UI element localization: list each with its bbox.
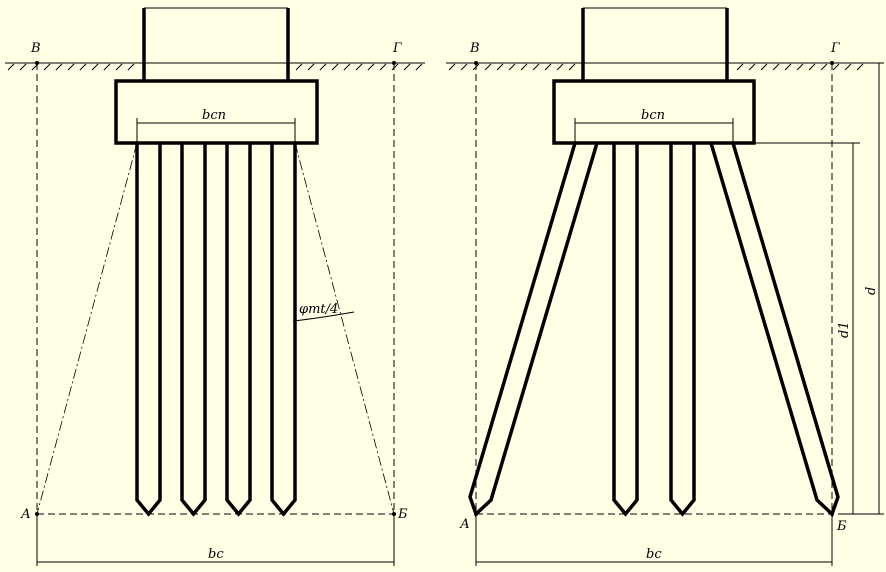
ground-hatch-mark: [319, 63, 327, 71]
ground-hatch-mark: [367, 63, 375, 71]
pile: [225, 143, 252, 517]
ground-hatch-mark: [808, 63, 816, 71]
left-point-v: [35, 61, 39, 65]
right-label-v: В: [469, 41, 480, 56]
left-ground-hatching: [7, 63, 423, 71]
right-label-bsp: bсп: [641, 108, 665, 123]
right-inclined-pile-right: [709, 142, 840, 518]
ground-hatch-mark: [343, 63, 351, 71]
right-ground-hatching: [448, 63, 864, 71]
ground-hatch-mark: [748, 63, 756, 71]
ground-hatch-mark: [796, 63, 804, 71]
ground-hatch-mark: [544, 63, 552, 71]
ground-hatch-mark: [127, 63, 135, 71]
ground-hatch-mark: [760, 63, 768, 71]
pile: [180, 143, 207, 517]
right-vertical-piles: [612, 143, 696, 517]
ground-hatch-mark: [484, 63, 492, 71]
left-label-bc: bс: [208, 547, 224, 562]
right-point-v: [474, 61, 478, 65]
ground-hatch-mark: [391, 63, 399, 71]
left-label-bsp: bсп: [202, 108, 226, 123]
left-label-angle: φmt/4: [299, 302, 338, 317]
ground-hatch-mark: [19, 63, 27, 71]
right-label-g: Г: [830, 41, 840, 56]
right-conditional-foundation-outline: [475, 63, 833, 515]
ground-hatch-mark: [448, 63, 456, 71]
ground-hatch-mark: [532, 63, 540, 71]
left-piles: [135, 143, 297, 517]
ground-hatch-mark: [295, 63, 303, 71]
left-point-g: [392, 61, 396, 65]
ground-hatch-mark: [568, 63, 576, 71]
ground-hatch-mark: [79, 63, 87, 71]
left-label-g: Г: [392, 41, 402, 56]
right-label-d1: d1: [837, 321, 852, 338]
ground-hatch-mark: [7, 63, 15, 71]
right-cap-width-dimension: [574, 118, 734, 143]
left-figure: В Г А Б bсп φmt/4 bс: [5, 7, 425, 566]
right-label-bc: bс: [646, 547, 662, 562]
ground-hatch-mark: [55, 63, 63, 71]
right-label-b: Б: [836, 519, 847, 534]
ground-hatch-mark: [43, 63, 51, 71]
ground-hatch-mark: [103, 63, 111, 71]
ground-hatch-mark: [307, 63, 315, 71]
ground-hatch-mark: [820, 63, 828, 71]
left-label-a: А: [20, 507, 31, 522]
ground-hatch-mark: [508, 63, 516, 71]
right-depth-d-dimension: [860, 62, 884, 515]
pile: [612, 143, 639, 517]
right-base-width-dimension: [475, 514, 833, 566]
ground-hatch-mark: [832, 63, 840, 71]
ground-hatch-mark: [460, 63, 468, 71]
ground-hatch-mark: [67, 63, 75, 71]
ground-hatch-mark: [91, 63, 99, 71]
right-inclined-pile-left: [468, 142, 599, 518]
right-label-d: d: [864, 287, 879, 295]
ground-hatch-mark: [355, 63, 363, 71]
left-column: [142, 7, 290, 80]
left-angle-arc: [292, 311, 355, 322]
ground-hatch-mark: [856, 63, 864, 71]
left-cap-width-dimension: [136, 118, 296, 143]
ground-hatch-mark: [379, 63, 387, 71]
pile: [270, 143, 297, 517]
right-depth-d1-dimension: [733, 142, 860, 515]
left-pile-cap: [114, 79, 319, 145]
ground-hatch-mark: [415, 63, 423, 71]
left-label-b: Б: [397, 507, 408, 522]
ground-hatch-mark: [556, 63, 564, 71]
ground-hatch-mark: [496, 63, 504, 71]
ground-hatch-mark: [115, 63, 123, 71]
right-pile-cap: [552, 79, 756, 145]
ground-hatch-mark: [331, 63, 339, 71]
pile: [669, 143, 696, 517]
left-conditional-foundation-outline: [36, 63, 395, 515]
ground-hatch-mark: [784, 63, 792, 71]
left-base-width-dimension: [36, 514, 395, 566]
ground-hatch-mark: [403, 63, 411, 71]
pile: [135, 143, 162, 517]
left-spread-lines: [36, 142, 395, 515]
ground-hatch-mark: [844, 63, 852, 71]
ground-hatch-mark: [736, 63, 744, 71]
ground-hatch-mark: [520, 63, 528, 71]
left-label-v: В: [30, 41, 41, 56]
right-label-a: А: [459, 517, 470, 532]
right-column: [581, 7, 729, 80]
right-figure: В Г А Б bсп d1 d bс: [446, 7, 884, 566]
ground-hatch-mark: [772, 63, 780, 71]
right-point-g: [830, 61, 834, 65]
